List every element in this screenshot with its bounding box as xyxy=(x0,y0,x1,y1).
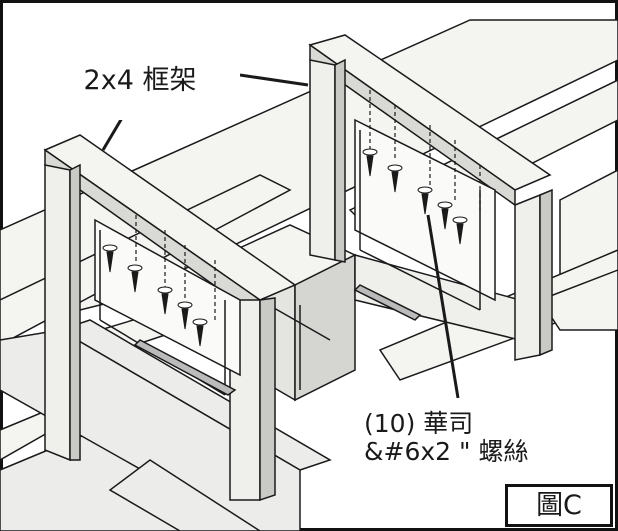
washers-label-line1: (10) 華司 xyxy=(364,409,474,438)
screws-and-washers xyxy=(102,148,468,347)
frame-label: 2x4 框架 xyxy=(40,40,240,120)
washers-label-line2: &#6x2 " 螺絲 xyxy=(364,437,529,466)
screw-guides xyxy=(135,90,481,320)
left-2x4-frame xyxy=(43,134,297,502)
figure-label: 圖C xyxy=(505,484,613,527)
washers-screws-label: (10) 華司 &#6x2 " 螺絲 xyxy=(350,398,564,478)
right-2x4-frame xyxy=(308,34,553,361)
leader-lines xyxy=(101,73,460,399)
